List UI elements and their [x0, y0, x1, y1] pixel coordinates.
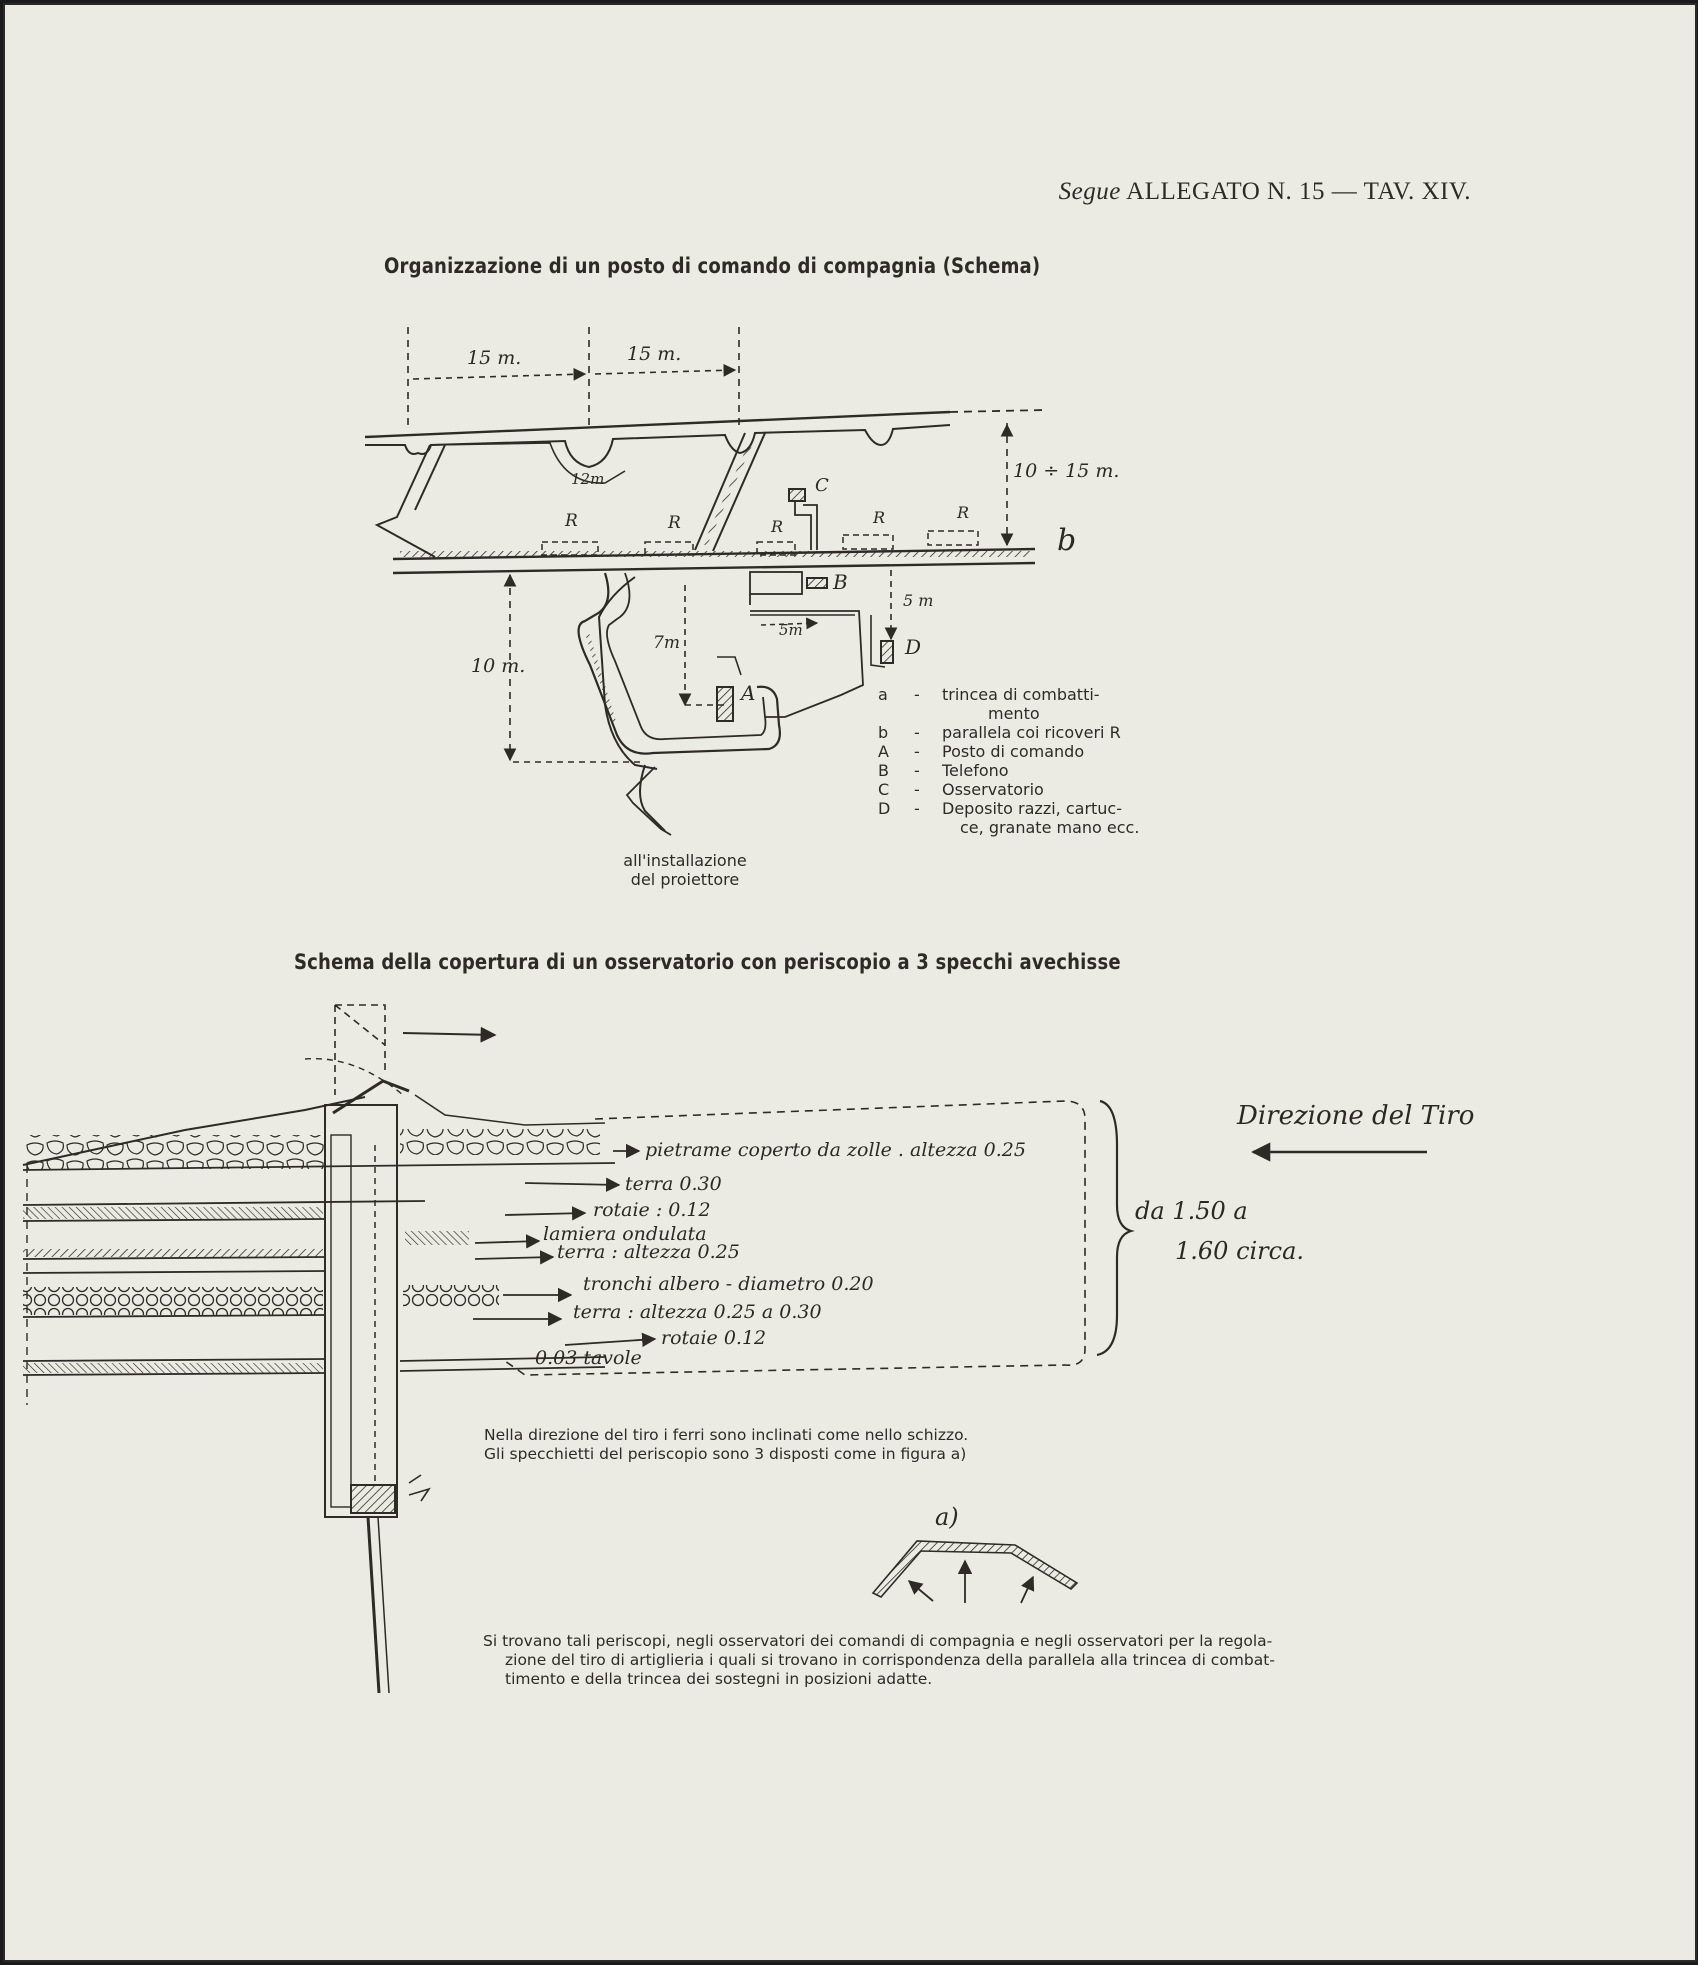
legend-row: D-Deposito razzi, cartuc-: [878, 799, 1122, 818]
layer-label: rotaie : 0.12: [593, 1199, 711, 1221]
bottom-note: Si trovano tali periscopi, negli osserva…: [483, 1632, 1275, 1688]
dim-10m: 10 m.: [471, 655, 526, 677]
dim-5m-inner: 5m: [779, 621, 803, 639]
label-r2: R: [668, 513, 681, 533]
dim-12m: 12m: [571, 470, 605, 488]
label-r4: R: [873, 508, 886, 527]
header-allegato: ALLEGATO N. 15 — TAV. XIV.: [1126, 178, 1471, 205]
figure2-title: Schema della copertura di un osservatori…: [294, 950, 1121, 974]
figure1-legend: a-trincea di combatti- mento b-parallela…: [878, 685, 1139, 837]
legend-row-cont: mento: [988, 704, 1040, 723]
layer-label: lamiera ondulata: [543, 1223, 707, 1245]
dim-15m-b: 15 m.: [627, 343, 682, 365]
thickness-line1: da 1.50 a: [1135, 1197, 1248, 1225]
layer-label: 0.03 tavole: [535, 1347, 642, 1369]
layer-label: terra : altezza 0.25 a 0.30: [573, 1301, 822, 1323]
label-b-telephone: B: [833, 570, 848, 594]
label-r1: R: [565, 511, 578, 531]
dim-15m-a: 15 m.: [467, 347, 522, 369]
header-segue: Segue: [1058, 178, 1121, 205]
layer-label: tronchi albero - diametro 0.20: [583, 1273, 874, 1295]
dim-5m-right: 5 m: [903, 591, 934, 610]
cover-section-drawing: [22, 1004, 1427, 1694]
diagram-drawings: [22, 327, 1427, 1694]
layer-label: terra 0.30: [625, 1173, 722, 1195]
layer-label: rotaie 0.12: [661, 1327, 767, 1349]
legend-row: B-Telefono: [878, 761, 1009, 780]
legend-row: a-trincea di combatti-: [878, 685, 1100, 704]
page-header: Segue ALLEGATO N. 15 — TAV. XIV.: [1059, 178, 1471, 206]
label-d: D: [905, 635, 922, 659]
legend-row: A-Posto di comando: [878, 742, 1085, 761]
figure1-title: Organizzazione di un posto di comando di…: [384, 254, 1041, 278]
legend-row-cont: ce, granate mano ecc.: [960, 818, 1140, 837]
layer-label: pietrame coperto da zolle . altezza 0.25: [645, 1139, 1026, 1161]
label-r3: R: [771, 517, 784, 536]
exit-note: all'installazione del proiettore: [623, 851, 747, 889]
label-c: C: [815, 475, 829, 496]
figure-a-label: a): [935, 1503, 959, 1531]
dim-10-15m: 10 ÷ 15 m.: [1013, 460, 1120, 482]
document-page: Segue ALLEGATO N. 15 — TAV. XIV. Organiz…: [3, 3, 1697, 1962]
trench-plan-drawing: [364, 327, 1046, 836]
thickness-line2: 1.60 circa.: [1175, 1237, 1305, 1265]
direction-label: Direzione del Tiro: [1237, 1101, 1475, 1131]
label-r5: R: [957, 503, 970, 522]
periscope-note: Nella direzione del tiro i ferri sono in…: [484, 1426, 969, 1463]
legend-row: b-parallela coi ricoveri R: [878, 723, 1121, 742]
dim-7m: 7m: [653, 633, 680, 653]
layer-label: terra : altezza 0.25: [557, 1241, 740, 1263]
legend-row: C-Osservatorio: [878, 780, 1044, 799]
label-a-post: A: [741, 681, 756, 705]
label-b: b: [1057, 523, 1077, 558]
